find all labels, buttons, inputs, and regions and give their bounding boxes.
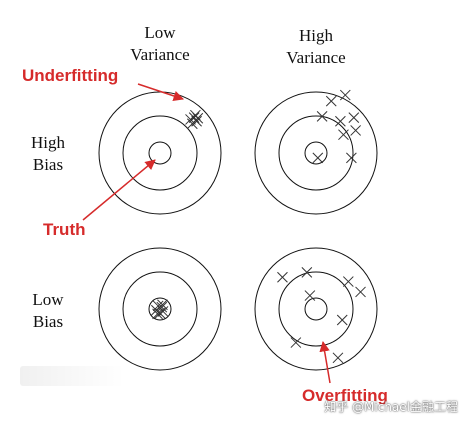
x-mark (152, 308, 163, 320)
x-mark (355, 286, 366, 298)
target-high-bias-low-variance (98, 91, 222, 215)
header-high-variance-line1: High (299, 26, 333, 45)
x-mark (348, 112, 360, 123)
x-mark (312, 152, 324, 164)
x-mark (157, 299, 168, 311)
middle-ring (122, 115, 198, 191)
x-mark (336, 314, 348, 326)
header-low-variance-line1: Low (144, 23, 176, 42)
underfitting-label: Underfitting (22, 66, 119, 85)
header-low-bias-line1: Low (32, 290, 64, 309)
underfitting-arrow (137, 83, 184, 101)
x-mark (154, 307, 166, 319)
bullseye (148, 297, 172, 321)
faded-strip (20, 366, 125, 386)
header-high-variance-line2: Variance (286, 48, 346, 67)
x-mark (350, 125, 362, 136)
bullseye (148, 141, 172, 165)
header-high-bias: High Bias (18, 132, 78, 176)
x-mark (335, 115, 346, 127)
header-high-variance: High Variance (271, 25, 361, 69)
header-high-bias-line1: High (31, 133, 65, 152)
x-mark (301, 267, 313, 278)
header-low-bias: Low Bias (18, 289, 78, 333)
header-low-variance-line2: Variance (130, 45, 190, 64)
outer-ring (254, 91, 378, 215)
x-mark (342, 276, 354, 287)
x-mark (304, 290, 316, 301)
middle-ring (278, 271, 354, 347)
target-low-bias-high-variance (254, 247, 378, 371)
bullseye (304, 297, 328, 321)
x-mark (339, 89, 351, 101)
target-low-bias-low-variance (98, 247, 222, 371)
bullseye (304, 141, 328, 165)
truth-label: Truth (43, 220, 86, 239)
middle-ring (122, 271, 198, 347)
middle-ring (278, 115, 354, 191)
target-high-bias-high-variance (254, 91, 378, 215)
header-high-bias-line2: Bias (32, 155, 64, 174)
overfitting-label: Overfitting (302, 386, 388, 405)
marks-layer (150, 89, 366, 364)
x-mark (192, 112, 204, 124)
x-mark (325, 95, 337, 107)
x-mark (316, 111, 328, 122)
x-mark (290, 337, 302, 348)
outer-ring (254, 247, 378, 371)
x-mark (338, 129, 349, 141)
outer-ring (98, 91, 222, 215)
outer-ring (98, 247, 222, 371)
x-mark (346, 152, 357, 164)
header-low-bias-line2: Bias (32, 312, 64, 331)
watermark: 知乎 @Michael金融工程 (324, 400, 458, 414)
x-mark (277, 271, 288, 283)
x-mark (156, 301, 168, 313)
x-mark (332, 352, 344, 364)
header-low-variance: Low Variance (115, 22, 205, 66)
overfitting-arrow (319, 340, 331, 384)
truth-arrow (82, 159, 156, 221)
